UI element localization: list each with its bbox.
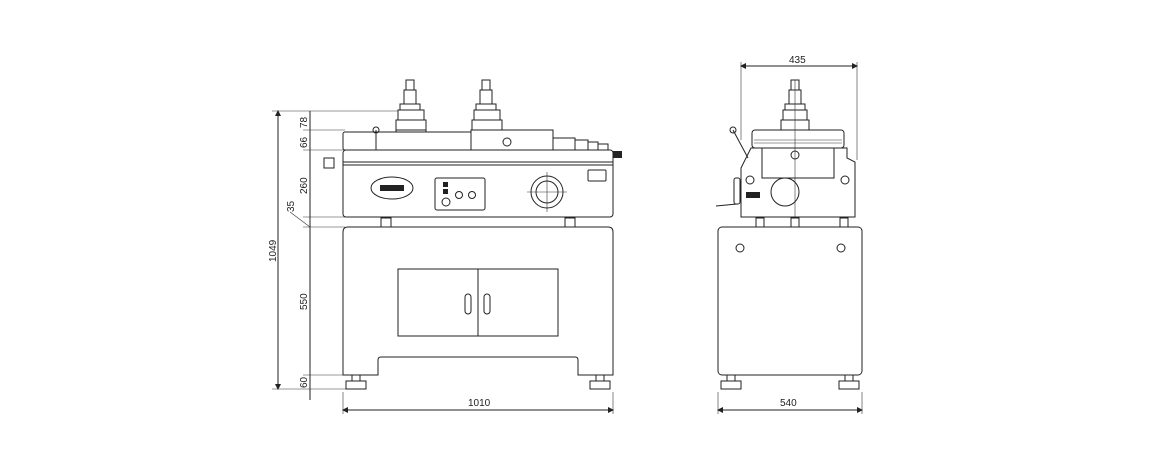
dim-spindle-height: 78 [299, 116, 310, 128]
dim-base-width: 540 [780, 398, 797, 409]
control-knob [441, 197, 451, 207]
spindle-right [471, 79, 503, 131]
control-panel [434, 177, 486, 211]
dim-gap: 35 [286, 200, 297, 212]
side-top-plate [751, 129, 845, 149]
dim-upper-width: 435 [789, 55, 806, 66]
dim-upper-unit-height: 260 [299, 177, 310, 194]
dim-overall-height: 1049 [268, 239, 279, 262]
dim-foot-height: 60 [299, 376, 310, 388]
dim-cabinet-height: 550 [299, 293, 310, 310]
brand-logo [370, 176, 414, 200]
side-gauge-dial [770, 177, 800, 207]
dim-plate-height: 66 [299, 136, 310, 148]
handwheel [733, 177, 741, 205]
dim-width: 1010 [468, 398, 491, 409]
front-dimension-lines [272, 110, 614, 414]
front-feet [345, 374, 611, 390]
side-cabinet [717, 226, 863, 376]
side-view: 435 540 [715, 55, 863, 414]
nameplate [587, 169, 607, 182]
door-handle-right [483, 293, 491, 315]
side-feet [720, 374, 860, 390]
upper-unit [342, 149, 614, 218]
door-handle-left [464, 293, 472, 315]
front-view: 1049 78 66 260 35 550 60 1010 [268, 79, 622, 414]
